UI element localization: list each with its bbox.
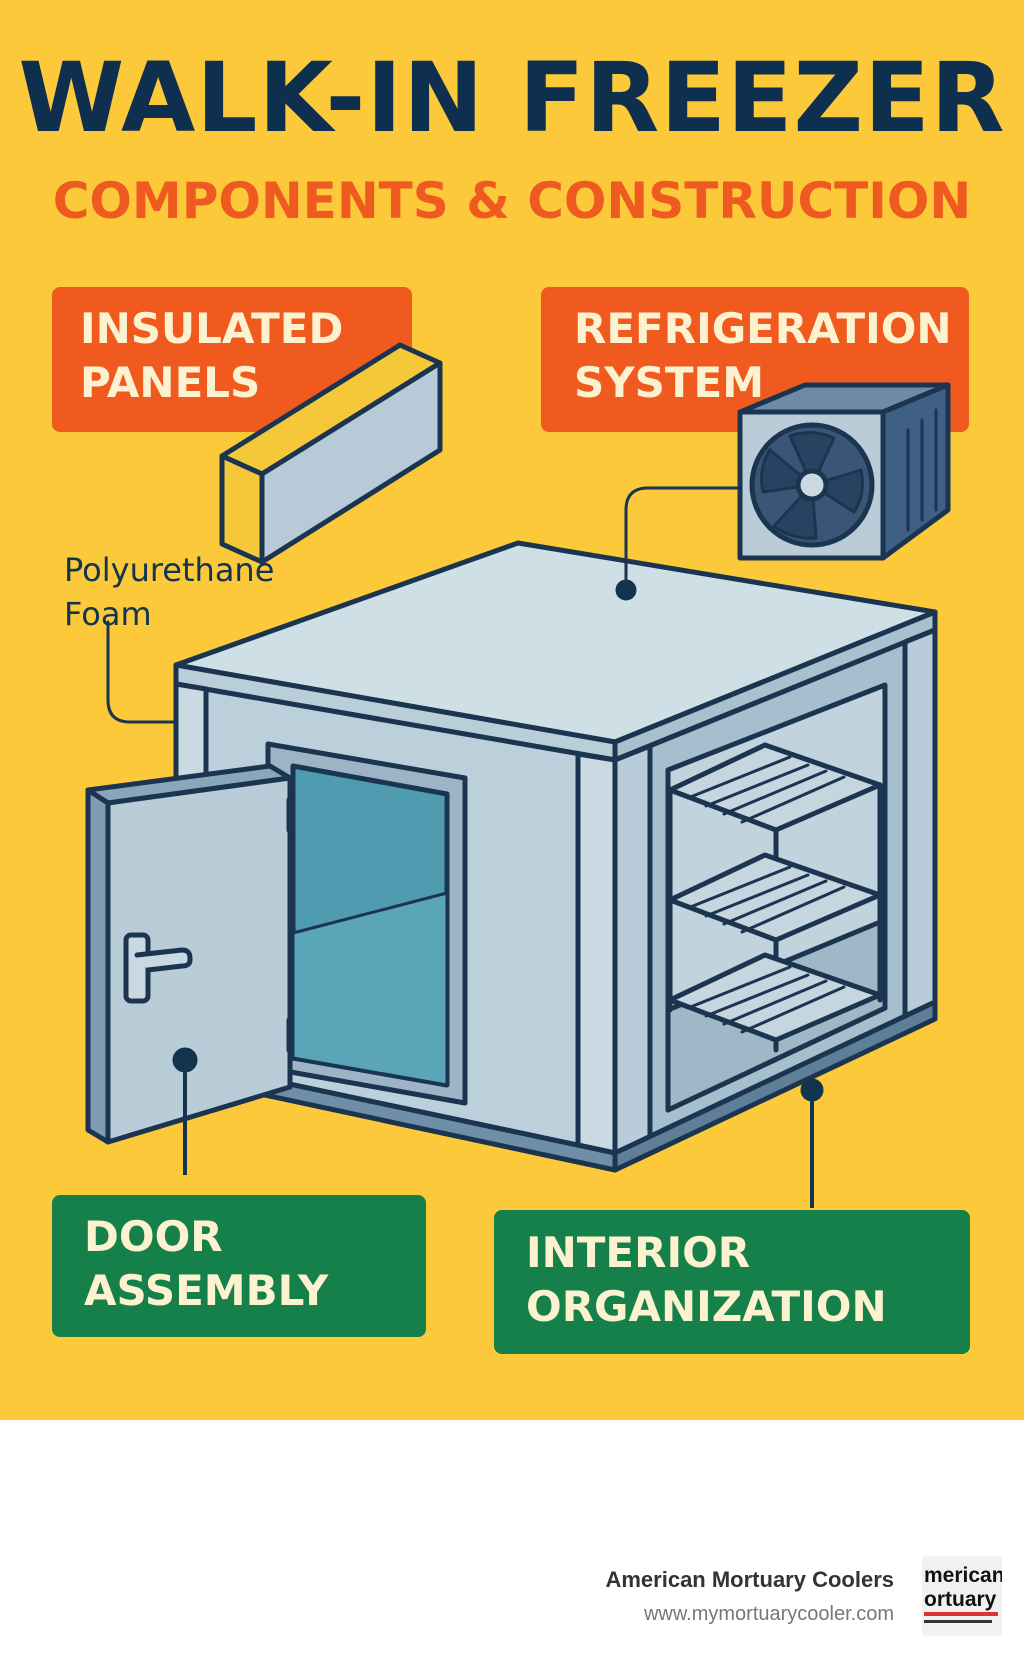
infographic-poster: WALK-IN FREEZER COMPONENTS & CONSTRUCTIO… [0, 0, 1024, 1420]
walk-in-freezer-illustration [85, 342, 951, 1208]
door-assembly-text: DOOR ASSEMBLY [84, 1212, 329, 1315]
insulated-panels-text: INSULATED PANELS [80, 304, 344, 407]
wire-shelf-icon [667, 742, 883, 1053]
svg-text:ortuary: ortuary [924, 1588, 997, 1611]
company-logo: merican ortuary [922, 1556, 1002, 1636]
page-title: WALK-IN FREEZER [18, 42, 1006, 154]
insulated-panel-icon [219, 342, 443, 565]
door-assembly-illustration [85, 763, 294, 1145]
page-subtitle: COMPONENTS & CONSTRUCTION [52, 172, 972, 230]
polyurethane-foam-label: Polyurethane Foam [64, 551, 275, 633]
door-handle-icon [123, 932, 193, 1004]
interior-organization-text: INTERIOR ORGANIZATION [526, 1228, 887, 1331]
footer-company-name: American Mortuary Coolers [605, 1567, 894, 1592]
condenser-unit-icon [737, 382, 951, 561]
svg-text:merican: merican [924, 1564, 1002, 1587]
fan-icon [749, 422, 875, 548]
footer-website-link[interactable]: www.mymortuarycooler.com [643, 1603, 894, 1625]
interior-organization-label [494, 1210, 970, 1354]
door-assembly-label [52, 1195, 426, 1337]
refrigeration-system-text: REFRIGERATION SYSTEM [574, 304, 952, 407]
